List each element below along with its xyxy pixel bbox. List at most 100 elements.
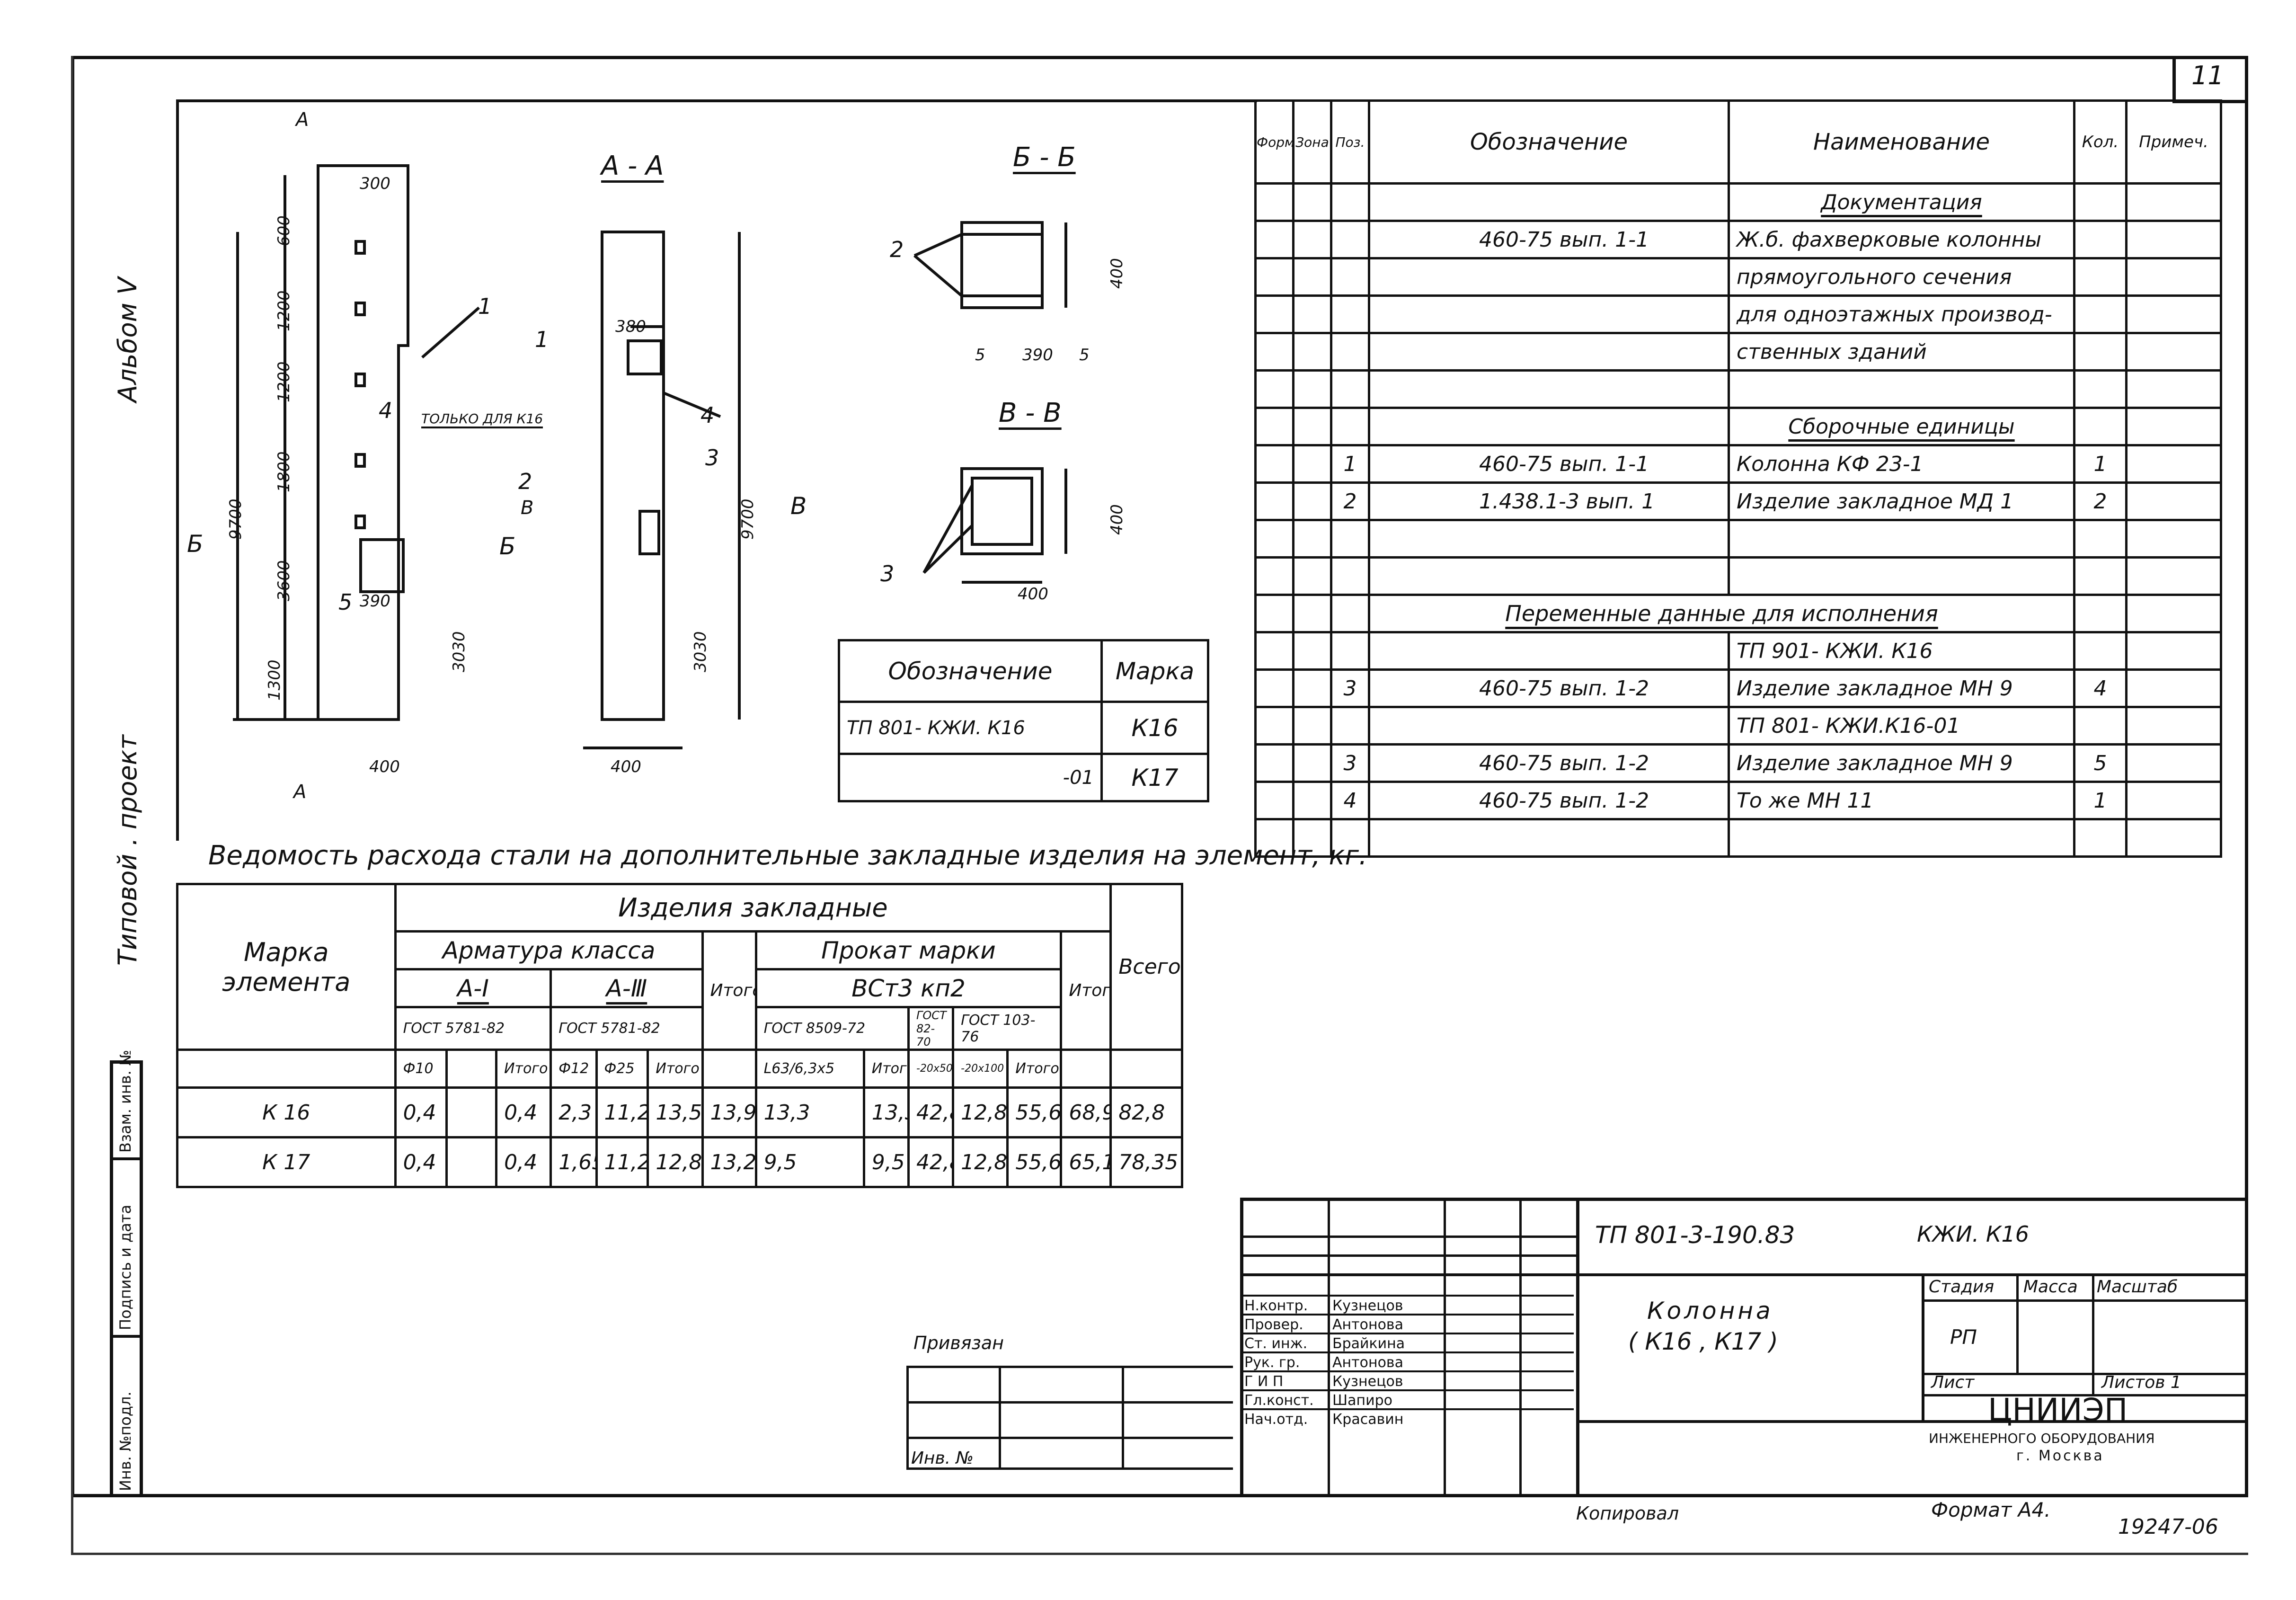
spec-zone-cell [1292,294,1332,334]
spec-format-cell [1254,818,1294,858]
role-title: Рук. гр. [1244,1354,1300,1371]
spec-designation-cell: 1.438.1-3 вып. 1 [1368,481,1730,521]
spec-name-cell: Ж.б. фахверковые колонны [1728,220,2075,259]
spec-note-cell [2125,257,2222,297]
dim-vv-400a: 400 [1108,504,1126,535]
marker-v-left: В [521,497,534,519]
spec-note-cell [2125,182,2222,222]
dim-390: 390 [360,592,390,611]
project-label: Типовой . проект [113,735,142,966]
dim-1200b: 1200 [275,361,293,402]
spec-qty-cell [2073,594,2128,633]
spec-name-cell: прямоугольного сечения [1728,257,2075,297]
steel-cell: 12,8 [952,1136,1009,1188]
spec-note-cell [2125,294,2222,334]
spec-pos-cell [1330,182,1370,222]
spec-pos-cell [1330,220,1370,259]
role-row: Г И П Кузнецов [1242,1370,1574,1391]
role-person: Кузнецов [1332,1298,1403,1314]
spec-name-cell [1728,369,2075,409]
steel-sub-20x100: -20x100 [952,1049,1009,1089]
spec-zone-cell [1292,182,1332,222]
spec-qty-cell: 1 [2073,781,2128,820]
spec-format-cell [1254,481,1294,521]
section-aa-label: А - А [601,151,664,181]
spec-designation-cell: 460-75 вып. 1-2 [1368,668,1730,708]
copied-label: Копировал [1576,1503,1679,1524]
steel-cell: 13,5 [647,1086,704,1138]
steel-sub-blank [445,1049,498,1089]
spec-designation-cell [1368,631,1730,671]
spec-h-format: Формат [1254,99,1294,185]
role-person: Шапиро [1332,1392,1392,1409]
callout-2a: 2 [518,469,532,494]
spec-h-note: Примеч. [2125,99,2222,185]
spec-designation-cell [1368,407,1730,446]
spec-format-cell [1254,631,1294,671]
dim-3030-mid: 3030 [691,631,710,672]
spec-pos-cell [1330,631,1370,671]
sheets-header: Листов 1 [2101,1373,2181,1392]
spec-designation-cell [1368,294,1730,334]
spec-qty-cell [2073,706,2128,746]
dim-1300: 1300 [265,659,284,701]
spec-note-cell [2125,519,2222,559]
marker-b-mid: Б [499,533,516,560]
steel-row2-mark: К 17 [176,1136,397,1188]
spec-zone-cell [1292,594,1332,633]
steel-cell: 55,6 [1006,1086,1063,1138]
spec-designation-cell: 460-75 вып. 1-2 [1368,781,1730,820]
spec-zone-cell [1292,818,1332,858]
steel-cell: 0,4 [394,1136,448,1188]
steel-cell: 0,4 [495,1086,552,1138]
spec-note-cell [2125,594,2222,633]
spec-name-cell: для одноэтажных производ- [1728,294,2075,334]
steel-h-gost2: ГОСТ 5781-82 [550,1006,704,1051]
section-bb-label: Б - Б [1013,142,1076,173]
role-person: Кузнецов [1332,1373,1403,1390]
table-row: ТП 801- КЖИ.К16-01 [1254,706,2222,746]
spec-pos-cell: 2 [1330,481,1370,521]
spec-format-cell [1254,332,1294,372]
steel-cell: 9,5 [862,1136,910,1188]
spec-pos-cell [1330,594,1370,633]
marks-header-designation: Обозначение [838,639,1103,703]
spec-zone-cell [1292,743,1332,783]
table-row [1254,556,2222,596]
steel-h-a3: А-Ⅲ [550,968,704,1008]
marks-table: Обозначение Марка ТП 801- КЖИ. К16 К16 -… [838,639,1209,802]
spec-name-cell: Документация [1728,182,2075,222]
steel-cell: 13,25 [701,1136,757,1188]
spec-qty-cell [2073,556,2128,596]
steel-row1-mark: К 16 [176,1086,397,1138]
spec-name-cell [1728,818,2075,858]
spec-pos-cell [1330,556,1370,596]
section-vv-label: В - В [999,398,1062,428]
steel-h-gost5: ГОСТ 103-76 [952,1006,1063,1051]
drawing-number: 19247-06 [2118,1515,2218,1539]
steel-cell [445,1136,498,1188]
steel-cell: 12,85 [647,1136,704,1188]
spec-pos-cell [1330,706,1370,746]
spec-name-cell: То же МН 11 [1728,781,2075,820]
steel-cell: 0,4 [495,1136,552,1188]
spec-designation-cell [1368,257,1730,297]
inv-label: Инв. № [911,1449,974,1468]
spec-pos-cell [1330,407,1370,446]
spec-name-cell: Изделие закладное МД 1 [1728,481,2075,521]
spec-designation-cell [1368,182,1730,222]
spec-format-cell [1254,294,1294,334]
spec-zone-cell [1292,407,1332,446]
dim-3600: 3600 [275,560,293,601]
steel-h-element: Марка элемента [176,883,397,1051]
role-title: Н.контр. [1244,1298,1308,1314]
steel-h-gost4: ГОСТ 82-70 [907,1006,955,1051]
spec-name-cell: Изделие закладное МН 9 [1728,668,2075,708]
item-name-line2: ( К16 , К17 ) [1628,1328,1778,1355]
steel-h-bst: ВСт3 кп2 [754,968,1063,1008]
spec-designation-cell [1368,706,1730,746]
role-title: Г И П [1244,1373,1284,1390]
marks-row1-designation: ТП 801- КЖИ. К16 [838,701,1103,755]
spec-format-cell [1254,556,1294,596]
marker-a-bottom: А [293,781,307,803]
